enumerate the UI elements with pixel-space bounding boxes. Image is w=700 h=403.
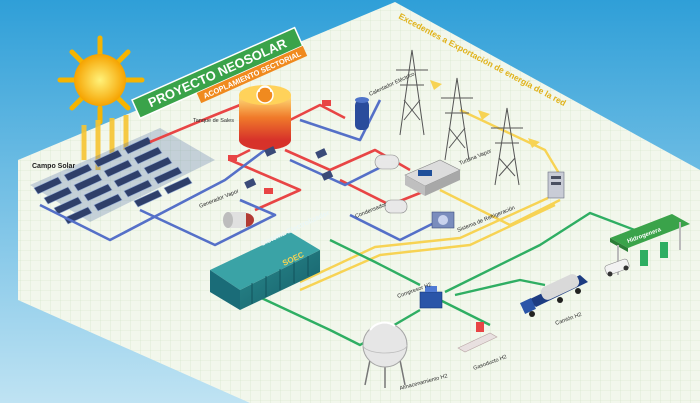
h2-truck	[520, 274, 588, 317]
solar-field-label: Campo Solar	[32, 163, 75, 170]
h2-storage-sphere	[362, 321, 408, 388]
tower-2	[441, 77, 473, 161]
salt-tank	[239, 85, 291, 150]
power-lines	[299, 108, 562, 292]
tower-1	[396, 49, 428, 136]
transmission-towers	[396, 49, 523, 186]
hydrogen-station	[604, 214, 690, 277]
pump-icons	[244, 146, 334, 189]
tower-3	[491, 107, 523, 186]
export-arrows	[430, 80, 540, 148]
car-icon	[604, 258, 630, 277]
h2-pipeline	[457, 322, 498, 353]
condenser	[374, 154, 408, 214]
electric-heater	[355, 97, 369, 130]
solar-field	[30, 128, 215, 225]
salt-tank-label: Tanque de Sales	[193, 118, 234, 124]
refrigeration-unit	[431, 211, 455, 229]
steam-generator	[223, 212, 254, 228]
h2-compressor	[419, 286, 443, 309]
pipe-valves	[228, 100, 331, 194]
steam-turbine	[404, 159, 461, 196]
sun-icon	[57, 35, 145, 125]
power-converter	[547, 171, 565, 199]
soec-electrolyzer	[210, 232, 320, 310]
